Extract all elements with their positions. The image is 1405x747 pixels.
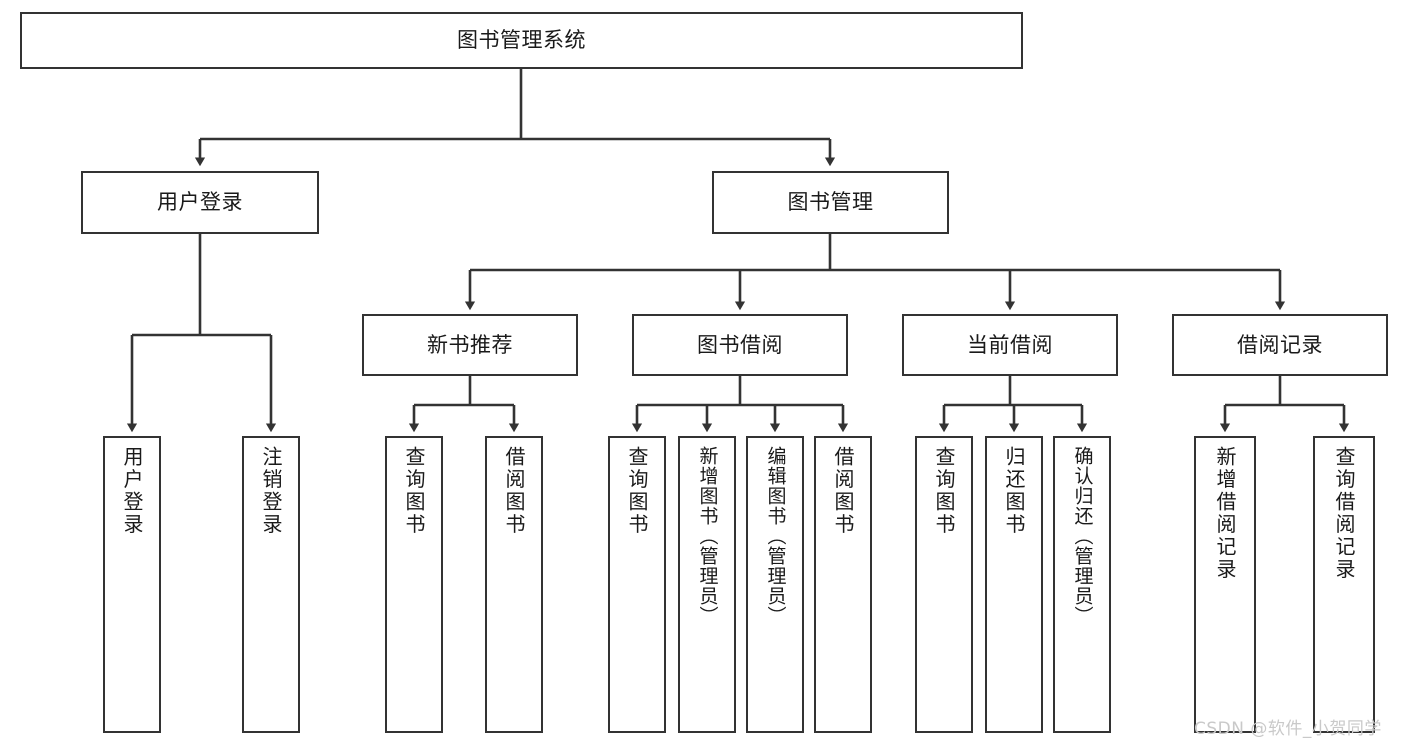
node-leaf-return-book[interactable]: 归还图书 <box>985 436 1043 733</box>
node-current-borrow[interactable]: 当前借阅 <box>902 314 1118 376</box>
node-leaf-confirm-return-label: 确认归还（管理员） <box>1071 446 1094 626</box>
node-user-login[interactable]: 用户登录 <box>81 171 319 234</box>
node-leaf-query-book-1-label: 查询图书 <box>402 446 426 536</box>
node-borrow-record-label: 借阅记录 <box>1237 332 1323 357</box>
node-leaf-borrow-book-1-label: 借阅图书 <box>502 446 526 536</box>
node-new-book-rec[interactable]: 新书推荐 <box>362 314 578 376</box>
node-leaf-user-login[interactable]: 用户登录 <box>103 436 161 733</box>
node-leaf-user-logout[interactable]: 注销登录 <box>242 436 300 733</box>
node-leaf-edit-book[interactable]: 编辑图书（管理员） <box>746 436 804 733</box>
node-leaf-add-record-label: 新增借阅记录 <box>1213 446 1237 581</box>
node-leaf-user-logout-label: 注销登录 <box>259 446 283 536</box>
node-borrow-record[interactable]: 借阅记录 <box>1172 314 1388 376</box>
node-book-borrow-label: 图书借阅 <box>697 332 783 357</box>
csdn-watermark: CSDN @软件_小贺同学 <box>1194 719 1382 739</box>
node-leaf-user-login-label: 用户登录 <box>120 446 144 536</box>
node-leaf-confirm-return[interactable]: 确认归还（管理员） <box>1053 436 1111 733</box>
node-leaf-query-record-label: 查询借阅记录 <box>1332 446 1356 581</box>
node-leaf-add-record[interactable]: 新增借阅记录 <box>1194 436 1256 733</box>
node-leaf-query-book-3[interactable]: 查询图书 <box>915 436 973 733</box>
node-current-borrow-label: 当前借阅 <box>967 332 1053 357</box>
node-user-login-label: 用户登录 <box>157 190 243 215</box>
node-leaf-borrow-book-1[interactable]: 借阅图书 <box>485 436 543 733</box>
node-leaf-borrow-book-2-label: 借阅图书 <box>831 446 855 536</box>
node-leaf-query-book-2[interactable]: 查询图书 <box>608 436 666 733</box>
node-leaf-add-book[interactable]: 新增图书（管理员） <box>678 436 736 733</box>
node-leaf-add-book-label: 新增图书（管理员） <box>696 446 719 626</box>
node-leaf-query-book-3-label: 查询图书 <box>932 446 956 536</box>
node-leaf-return-book-label: 归还图书 <box>1002 446 1026 536</box>
node-book-manage-label: 图书管理 <box>787 190 874 215</box>
node-leaf-query-book-1[interactable]: 查询图书 <box>385 436 443 733</box>
node-new-book-rec-label: 新书推荐 <box>427 332 513 357</box>
node-leaf-query-book-2-label: 查询图书 <box>625 446 649 536</box>
node-book-manage[interactable]: 图书管理 <box>712 171 949 234</box>
node-root-label: 图书管理系统 <box>457 28 586 53</box>
node-leaf-edit-book-label: 编辑图书（管理员） <box>764 446 787 626</box>
node-book-borrow[interactable]: 图书借阅 <box>632 314 848 376</box>
node-root[interactable]: 图书管理系统 <box>20 12 1023 69</box>
node-leaf-borrow-book-2[interactable]: 借阅图书 <box>814 436 872 733</box>
node-leaf-query-record[interactable]: 查询借阅记录 <box>1313 436 1375 733</box>
